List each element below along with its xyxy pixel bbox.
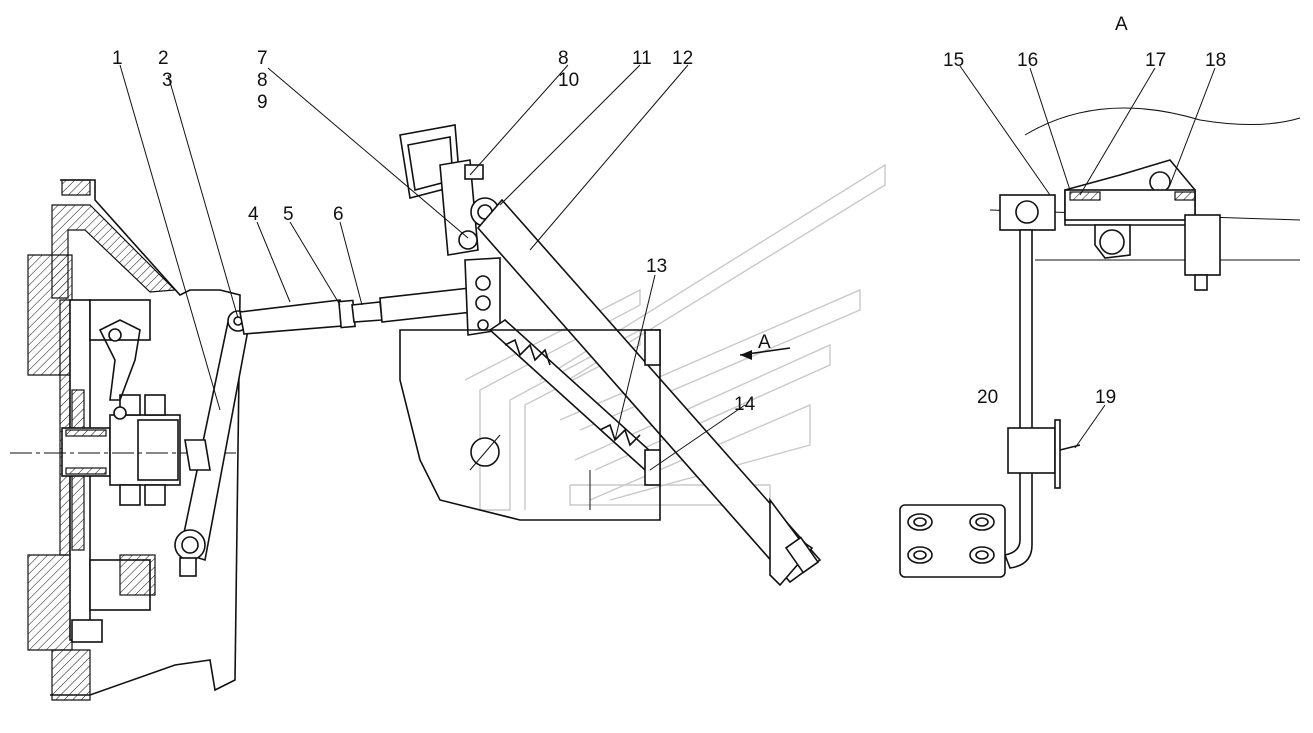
callout-18: 18: [1205, 50, 1226, 71]
section-label: A: [758, 332, 771, 353]
push-rod: [239, 287, 488, 335]
callouts: 1 2 3 4 5 6 7 8 9 8 10 11 12 13 14 15 16…: [112, 48, 1226, 415]
callout-1: 1: [112, 48, 123, 69]
callout-7: 7: [257, 48, 268, 69]
callout-17: 17: [1145, 50, 1166, 71]
view-label: A: [1115, 14, 1128, 35]
section-arrow: A: [739, 332, 791, 360]
callout-8-right: 8: [558, 48, 569, 69]
clutch-housing-section: [10, 179, 241, 701]
view-a: A: [899, 14, 1301, 578]
callout-3: 3: [162, 70, 173, 91]
callout-13: 13: [646, 256, 667, 277]
callout-5: 5: [283, 204, 294, 225]
callout-12: 12: [672, 48, 693, 69]
callout-9: 9: [257, 92, 268, 113]
callout-20: 20: [977, 387, 998, 408]
callout-10: 10: [558, 70, 579, 91]
callout-15: 15: [943, 50, 964, 71]
callout-4: 4: [248, 204, 259, 225]
pad-bolts: [907, 513, 995, 564]
callout-6: 6: [333, 204, 344, 225]
callout-19: 19: [1095, 387, 1116, 408]
watermark: [464, 163, 886, 511]
fork-lever: [174, 310, 249, 577]
callout-8-left: 8: [257, 70, 268, 91]
callout-16: 16: [1017, 50, 1038, 71]
callout-2: 2: [158, 48, 169, 69]
callout-11: 11: [632, 48, 652, 69]
pedal-assembly: [399, 124, 822, 587]
leader-lines: [119, 64, 1216, 471]
callout-14: 14: [734, 394, 756, 415]
